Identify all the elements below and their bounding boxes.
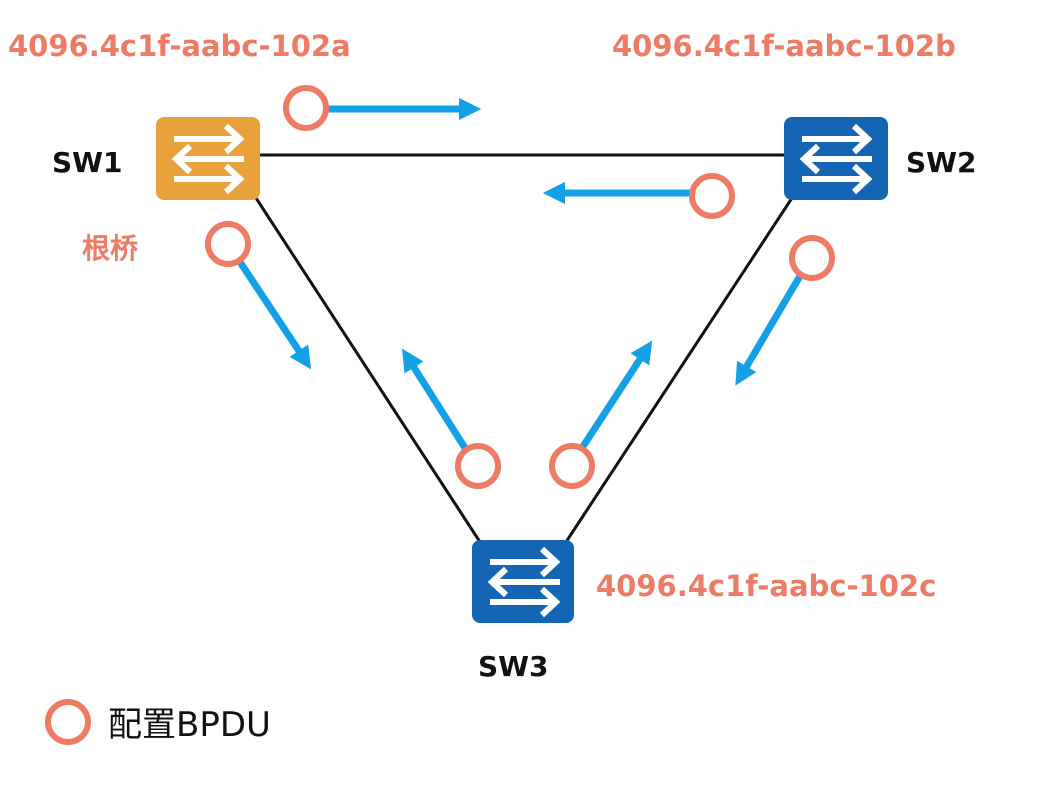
- bpdu-circle-icon: [205, 221, 251, 267]
- bpdu-circle-icon: [689, 173, 735, 219]
- root-bridge-label: 根桥: [82, 232, 138, 265]
- circle-icon: [45, 699, 91, 745]
- bpdu-circle-icon: [283, 85, 329, 131]
- bridge-id-sw1: 4096.4c1f-aabc-102a: [8, 29, 351, 63]
- bpdu-arrow-sw3-to-sw1: [402, 348, 468, 450]
- bridge-id-sw2: 4096.4c1f-aabc-102b: [612, 29, 956, 63]
- legend: 配置BPDU: [45, 699, 271, 745]
- bpdu-arrow-sw1-to-sw3: [237, 260, 312, 370]
- bpdu-circles: [205, 85, 835, 489]
- bpdu-arrows: [237, 97, 804, 450]
- bridge-id-sw3: 4096.4c1f-aabc-102c: [596, 569, 936, 603]
- switch-sw1[interactable]: [156, 117, 260, 200]
- bpdu-circle-icon: [549, 443, 595, 489]
- link-sw1-sw3: [254, 197, 482, 543]
- switch-sw2[interactable]: [784, 117, 888, 200]
- legend-label: 配置BPDU: [108, 705, 271, 745]
- links: [254, 153, 794, 543]
- bpdu-circle-icon: [455, 443, 501, 489]
- bpdu-arrow-sw3-to-sw2: [579, 340, 653, 450]
- switch-name-sw2: SW2: [906, 146, 977, 179]
- switch-sw3[interactable]: [472, 540, 574, 623]
- link-sw2-sw3: [564, 197, 794, 543]
- switch-name-sw1: SW1: [52, 146, 123, 179]
- switch-name-sw3: SW3: [478, 650, 549, 683]
- bpdu-circle-icon: [789, 235, 835, 281]
- bpdu-arrow-sw2-to-sw3: [735, 274, 804, 386]
